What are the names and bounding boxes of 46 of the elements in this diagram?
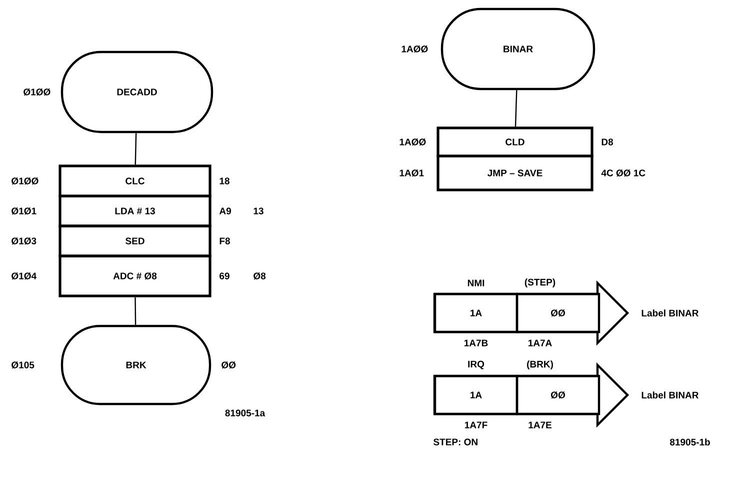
address-label: 1A7B <box>464 340 488 346</box>
address-label: 1AØ1 <box>400 169 424 177</box>
address-label: 1AØØ <box>400 138 426 146</box>
connector-line <box>134 133 137 165</box>
label-text: Label BINAR <box>642 392 699 398</box>
figure-number: 81905-1b <box>670 438 710 446</box>
address-label: Ø1Ø3 <box>12 237 36 245</box>
connector-line <box>514 90 518 127</box>
address-label: Ø1ØØ <box>24 88 50 96</box>
address-label: 1AØØ <box>402 45 428 53</box>
instruction-box: JMP – SAVE <box>436 154 594 192</box>
address-label: ØØ <box>222 361 236 369</box>
address-label: 4C ØØ 1C <box>601 169 646 177</box>
vector-arrow <box>433 280 630 346</box>
address-label: Ø1Ø4 <box>12 272 36 280</box>
address-label: Ø8 <box>254 272 266 280</box>
caption-note: STEP: ON <box>433 438 478 446</box>
address-label: Ø1ØØ <box>12 177 38 185</box>
instruction-box: SED <box>58 224 212 258</box>
address-label: IRQ <box>468 360 484 370</box>
address-label: 1A7F <box>464 422 488 428</box>
connector-line <box>134 297 136 325</box>
address-label: F8 <box>220 238 230 244</box>
address-label: A9 <box>219 208 231 214</box>
address-label: 18 <box>220 178 230 184</box>
address-label: D8 <box>602 138 614 146</box>
address-label: 1A7E <box>528 422 552 428</box>
vector-cell: 1A <box>434 374 518 416</box>
address-label: 69 <box>220 272 230 280</box>
label-text: Label BINAR <box>642 310 699 316</box>
vector-cell: ØØ <box>516 374 600 416</box>
vector-cell: ØØ <box>516 292 600 334</box>
address-label: 1A7A <box>528 340 552 346</box>
address-label: Ø105 <box>12 361 34 369</box>
address-label: 13 <box>254 208 264 214</box>
address-label: (BRK) <box>527 360 553 370</box>
instruction-box: LDA # 13 <box>58 194 212 228</box>
instruction-box: ADC # Ø8 <box>58 254 212 298</box>
address-label: (STEP) <box>524 278 556 288</box>
instruction-box: CLD <box>436 126 594 158</box>
address-label: Ø1Ø1 <box>12 207 36 215</box>
instruction-box: CLC <box>58 164 212 198</box>
figure-number: 81905-1a <box>225 410 266 416</box>
vector-arrow <box>433 362 630 428</box>
vector-cell: 1A <box>434 292 518 334</box>
address-label: NMI <box>468 280 484 286</box>
